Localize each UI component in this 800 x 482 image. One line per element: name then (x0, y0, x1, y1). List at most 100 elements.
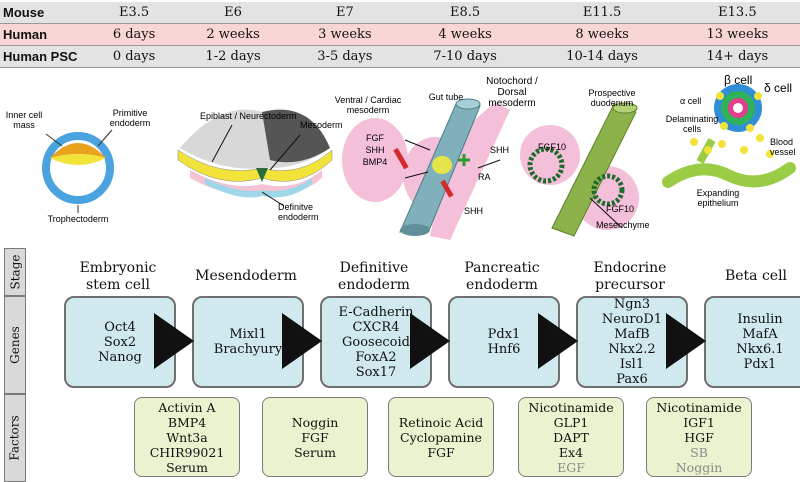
row-tab-stage: Stage (4, 248, 26, 296)
factor-item-dim: Noggin (675, 459, 723, 475)
label-shh: SHH (464, 206, 483, 216)
label-trophectoderm: Trophectoderm (48, 214, 109, 224)
timeline-cell: 0 days (91, 45, 178, 68)
factor-item: HGF (684, 429, 714, 445)
row-tab-label: Stage (8, 254, 23, 290)
timeline-cell: 2 weeks (177, 23, 289, 46)
timeline-cell: E3.5 (91, 2, 178, 24)
stage-title-mesendoderm: Mesendoderm (195, 268, 297, 284)
timeline-cell: E11.5 (529, 2, 675, 24)
gene-list: Oct4 Sox2 Nanog (98, 319, 142, 365)
factor-item: Cyclopamine (400, 429, 482, 445)
label-fgf: FGF (366, 133, 384, 143)
label-delta-cell: δ cell (764, 81, 792, 95)
row-label: Human (0, 23, 91, 46)
timeline-row-human-psc: Human PSC 0 days 1-2 days 3-5 days 7-10 … (0, 45, 800, 68)
stage-title-endocrine-precursor: Endocrine precursor (593, 260, 667, 293)
row-label: Mouse (0, 2, 91, 24)
factor-item: IGF1 (683, 414, 715, 430)
row-tab-label: Genes (8, 326, 22, 364)
factor-item: DAPT (553, 429, 589, 445)
gene-list: Mixl1 Brachyury (213, 327, 283, 357)
timeline-cell: 13 weeks (674, 23, 800, 46)
label-ra: RA (478, 172, 491, 182)
gene-list: Ngn3 NeuroD1 MafB Nkx2.2 Isl1 Pax6 (601, 297, 663, 387)
stage-title-pancreatic-endoderm: Pancreatic endoderm (464, 260, 540, 293)
row-label: Human PSC (0, 45, 91, 68)
factor-item: FGF (301, 429, 329, 445)
factor-item: FGF (427, 444, 455, 460)
factor-item-dim: EGF (557, 459, 585, 475)
gene-list: Pdx1 Hnf6 (487, 327, 521, 357)
label-beta-cell: β cell (724, 73, 752, 87)
timeline-cell: 14+ days (674, 45, 800, 68)
label-shh: SHH (490, 145, 509, 155)
inner-cell-mass-shape (50, 143, 106, 158)
factor-item: Retinoic Acid (398, 414, 484, 430)
factor-item: Wnt3a (166, 429, 208, 445)
factor-item: BMP4 (167, 414, 207, 430)
stage-title-embryonic-stem-cell: Embryonic stem cell (79, 260, 157, 293)
factor-item: Nicotinamide (656, 399, 742, 415)
progression-arrow (410, 313, 450, 369)
label-mesenchyme: Mesenchyme (596, 220, 650, 230)
factor-item: GLP1 (553, 414, 589, 430)
label-shh: SHH (365, 145, 384, 155)
factor-item: CHIR99021 (149, 444, 225, 460)
stage-title-beta-cell: Beta cell (724, 268, 788, 284)
factor-item-dim: SB (690, 444, 708, 460)
factor-item: Activin A (158, 399, 216, 415)
timeline-cell: 10-14 days (529, 45, 675, 68)
row-tab-label: Factors (8, 415, 23, 461)
timeline-cell: 3-5 days (288, 45, 401, 68)
timeline-cell: E13.5 (674, 2, 800, 24)
progression-arrow (538, 313, 578, 369)
gene-box-beta-cell: Insulin MafA Nkx6.1 Pdx1 (704, 296, 800, 388)
timeline-table: Mouse E3.5 E6 E7 E8.5 E11.5 E13.5 Human … (0, 2, 800, 68)
label-alpha-cell: α cell (680, 96, 701, 106)
factor-box-1: Activin A BMP4 Wnt3a CHIR99021 Serum (134, 397, 240, 477)
factor-box-3: Retinoic Acid Cyclopamine FGF (388, 397, 494, 477)
timeline-cell: 3 weeks (288, 23, 401, 46)
timeline-row-human: Human 6 days 2 weeks 3 weeks 4 weeks 8 w… (0, 23, 800, 46)
label-epiblast: Epiblast / Neurectoderm (200, 111, 297, 121)
primitive-endoderm-shape (50, 154, 106, 165)
label-fgf10: FGF10 (538, 142, 566, 152)
progression-arrow (282, 313, 322, 369)
timeline-cell: 8 weeks (529, 23, 675, 46)
timeline-cell: 6 days (91, 23, 178, 46)
timeline-row-mouse: Mouse E3.5 E6 E7 E8.5 E11.5 E13.5 (0, 2, 800, 24)
stage-title-definitive-endoderm: Definitive endoderm (338, 260, 410, 293)
factor-item: Serum (166, 459, 208, 475)
label-fgf10: FGF10 (606, 204, 634, 214)
timeline-cell: 1-2 days (177, 45, 289, 68)
row-tab-genes: Genes (4, 296, 26, 394)
factor-box-5: Nicotinamide IGF1 HGF SB Noggin (646, 397, 752, 477)
label-gut-tube: Gut tube (429, 92, 464, 102)
factor-item: Nicotinamide (528, 399, 614, 415)
progression-arrow (154, 313, 194, 369)
factor-item: Serum (294, 444, 336, 460)
gastrula-illustration: Epiblast / Neurectoderm Mesoderm Definit… (177, 109, 343, 222)
label-bmp4: BMP4 (363, 157, 388, 167)
factor-item: Noggin (291, 414, 339, 430)
label-mesoderm: Mesoderm (300, 120, 343, 130)
gene-list: E-Cadherin CXCR4 Goosecoid FoxA2 Sox17 (338, 304, 414, 380)
gene-list: Insulin MafA Nkx6.1 Pdx1 (736, 312, 784, 372)
factor-box-4: Nicotinamide GLP1 DAPT Ex4 EGF (518, 397, 624, 477)
factor-box-2: Noggin FGF Serum (262, 397, 368, 477)
progression-arrow (666, 313, 706, 369)
